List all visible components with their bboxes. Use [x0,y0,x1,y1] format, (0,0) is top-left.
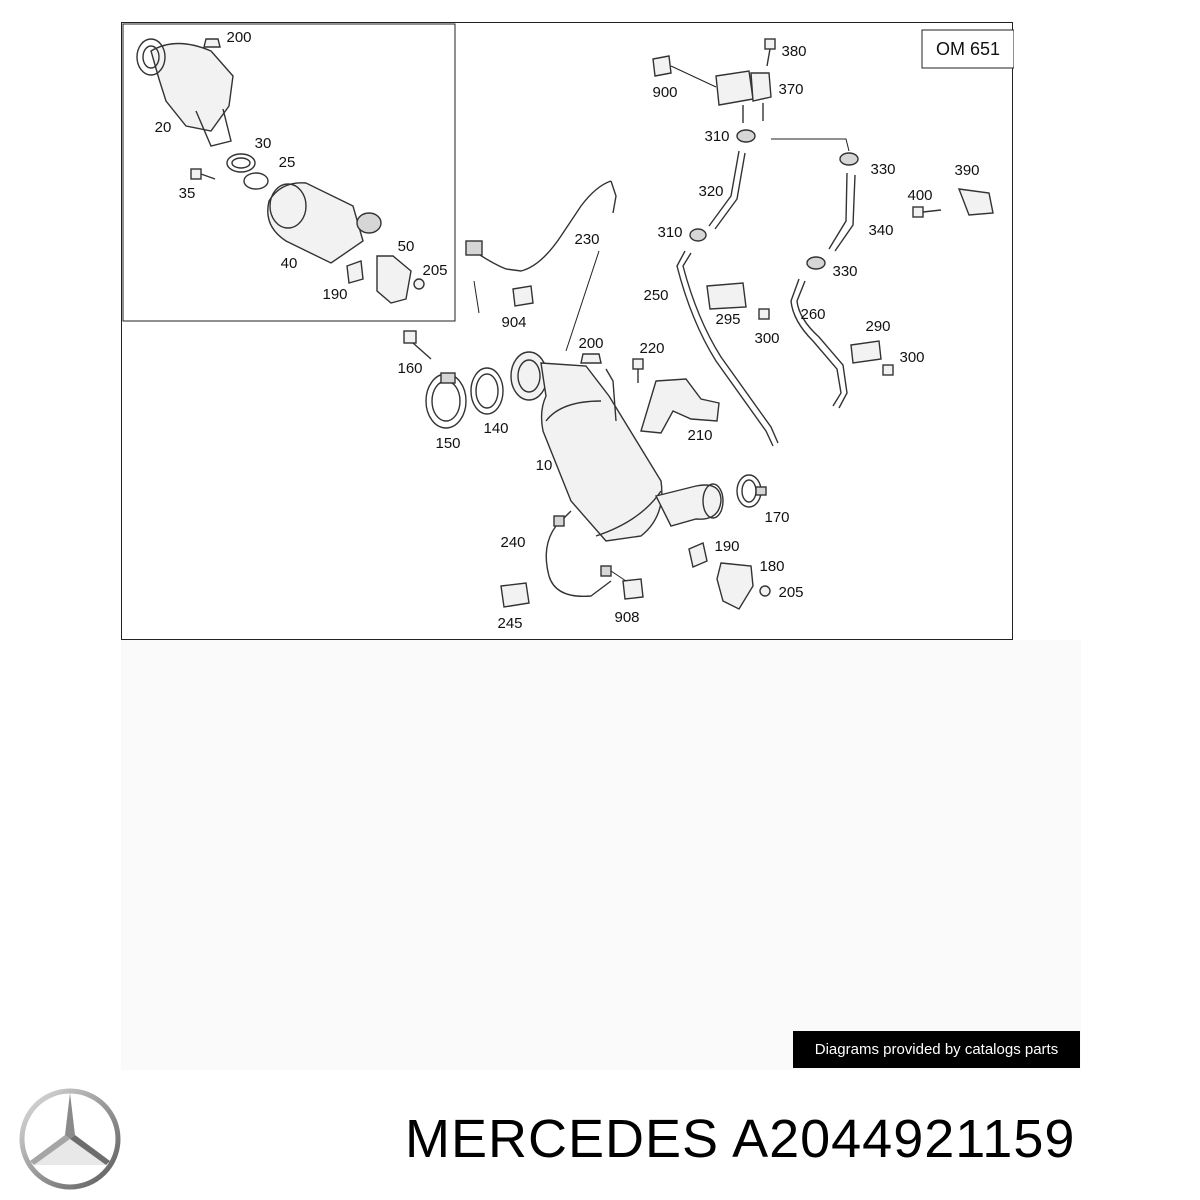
label-260: 260 [800,306,825,323]
pressure-sensor-370 [715,70,772,123]
bolt-400 [912,206,942,218]
label-908: 908 [614,609,639,626]
label-250: 250 [643,287,668,304]
engine-code-box [921,29,1014,69]
bolt-200-main [580,353,602,364]
label-300-right: 300 [899,349,924,366]
label-290: 290 [865,318,890,335]
label-390: 390 [954,162,979,179]
parts-diagram: OM 651 [121,22,1014,640]
nut-205-main [759,585,771,597]
part-title: MERCEDES A2044921159 [405,1109,1076,1169]
bracket-295 [706,282,747,310]
inset-bracket-50 [376,255,412,304]
bolt-300-right [882,364,894,376]
label-180: 180 [759,558,784,575]
bolt-220 [632,358,644,383]
bracket-390 [957,188,994,216]
label-205-main: 205 [778,584,803,601]
clamp-310-upper [736,129,756,143]
label-310-lower: 310 [657,224,682,241]
label-205: 205 [422,262,447,279]
clamp-150 [425,372,467,429]
dpf-10 [510,351,724,542]
label-900: 900 [652,84,677,101]
inset-clip-190 [346,260,364,284]
inset-bolt-200 [203,38,221,48]
background-panel [121,640,1081,1070]
inset-catalyst-housing [136,38,234,147]
label-300: 300 [754,330,779,347]
label-150: 150 [435,435,460,452]
label-200: 200 [226,29,251,46]
bolt-380 [764,38,776,67]
label-240: 240 [500,534,525,551]
clamp-170 [736,474,767,508]
inset-bolt-35 [190,168,216,180]
label-310: 310 [704,128,729,145]
label-50: 50 [398,238,415,255]
label-295: 295 [715,311,740,328]
label-380: 380 [781,43,806,60]
hose-320 [708,150,746,230]
label-245: 245 [497,615,522,632]
sensor-240 [545,510,612,598]
label-220: 220 [639,340,664,357]
inset-clamp-30 [226,153,256,173]
bolt-160 [403,330,432,360]
pipe-250 [676,250,779,447]
inset-gasket-25 [243,172,269,190]
label-190: 190 [322,286,347,303]
label-40: 40 [281,255,298,272]
label-210: 210 [687,427,712,444]
clip-190-main [688,542,708,568]
label-340: 340 [868,222,893,239]
label-200-main: 200 [578,335,603,352]
engine-code: OM 651 [936,39,1000,59]
label-320: 320 [698,183,723,200]
label-25: 25 [279,154,296,171]
label-160: 160 [397,360,422,377]
label-170: 170 [764,509,789,526]
inset-box [122,23,456,322]
pipe-260 [790,278,848,409]
clip-245 [500,582,530,608]
connector-900 [652,55,717,88]
label-330: 330 [870,161,895,178]
label-190-main: 190 [714,538,739,555]
mercedes-star-logo [19,1088,121,1190]
connector-904 [473,280,534,314]
credit-badge: Diagrams provided by catalogs parts [793,1031,1080,1068]
inset-dpf-40 [267,182,382,264]
bracket-210 [640,378,720,434]
clamp-330-lower [806,256,826,270]
label-140: 140 [483,420,508,437]
bracket-290 [850,340,882,364]
gasket-140 [470,367,504,415]
label-330-lower: 330 [832,263,857,280]
clamp-310-lower [689,228,707,242]
label-230: 230 [574,231,599,248]
label-35: 35 [179,185,196,202]
bracket-180 [716,562,754,610]
inset-nut-205 [413,278,425,290]
label-20: 20 [155,119,172,136]
connector-908 [600,565,644,600]
label-904: 904 [501,314,526,331]
label-10: 10 [536,457,553,474]
label-370: 370 [778,81,803,98]
clamp-330-upper [771,138,859,166]
hose-340 [828,172,856,252]
bolt-300-left [758,308,770,320]
label-30: 30 [255,135,272,152]
sensor-cable-230 [465,180,617,272]
exploded-view: OM 651 [122,23,1014,632]
label-400: 400 [907,187,932,204]
